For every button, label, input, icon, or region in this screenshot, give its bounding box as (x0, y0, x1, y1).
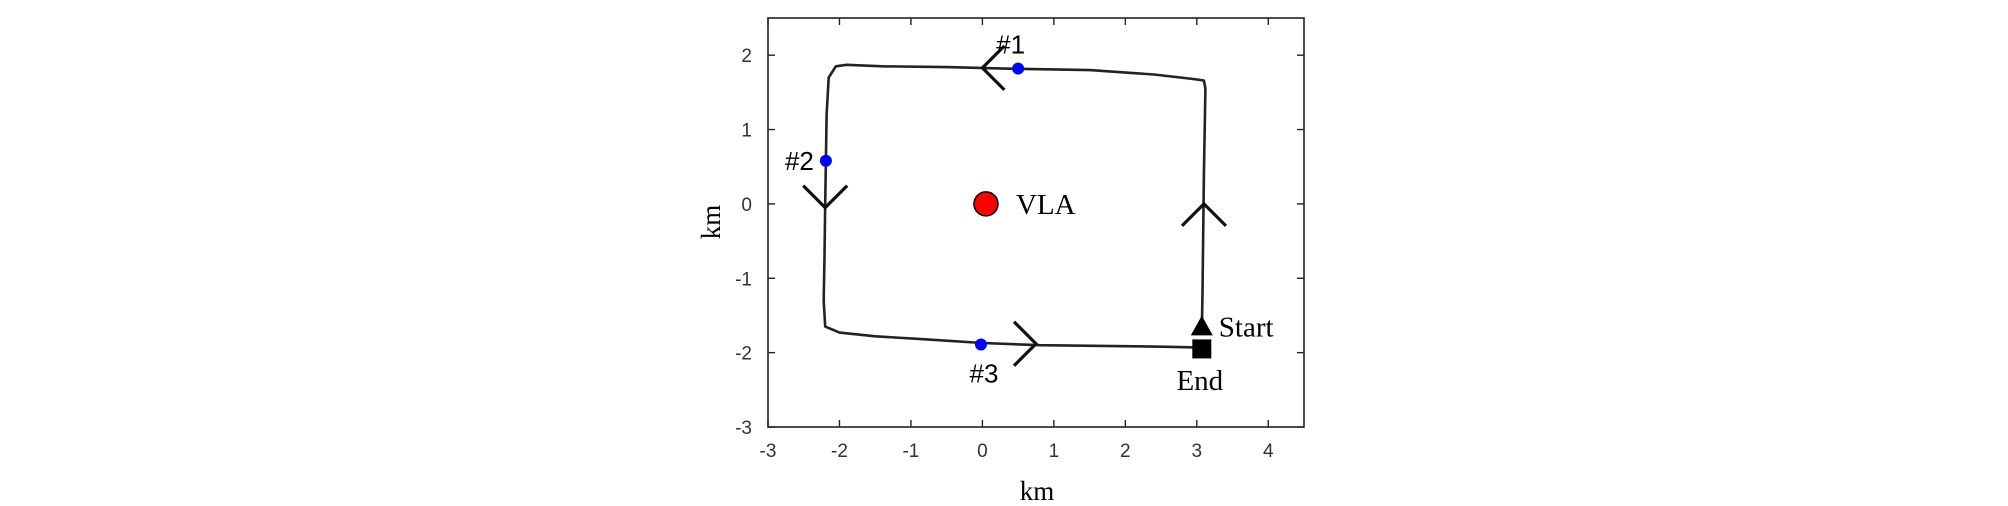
point-label: #2 (785, 146, 814, 176)
landmark-label: VLA (1016, 189, 1076, 221)
point-marker (819, 154, 832, 167)
point-marker (974, 338, 987, 351)
point-label: #1 (996, 30, 1025, 60)
direction-arrows (802, 44, 1228, 367)
tick-labels: -3 -2 -1 0 1 2 3 4 -3 -2 -1 0 1 2 (735, 46, 1274, 462)
direction-arrow-up-icon (1180, 201, 1228, 228)
point-label: #3 (970, 358, 999, 388)
y-axis-label: km (696, 205, 726, 240)
direction-arrow-left-icon (980, 44, 1006, 91)
end-marker (1192, 339, 1212, 359)
landmark-label: Start (1219, 312, 1274, 344)
y-tick-label: 1 (741, 121, 752, 142)
direction-arrow-right-icon (1012, 320, 1039, 367)
x-tick-label: 2 (1120, 441, 1131, 462)
x-tick-label: 3 (1192, 441, 1203, 462)
y-tick-label: 2 (741, 46, 752, 67)
axis-ticks (767, 18, 1304, 428)
x-axis-label: km (1020, 476, 1055, 506)
x-tick-label: 4 (1263, 441, 1274, 462)
x-tick-label: -3 (760, 441, 777, 462)
y-tick-label: -1 (735, 269, 752, 290)
y-tick-label: -3 (735, 418, 752, 439)
markers (819, 62, 1213, 359)
x-tick-label: 0 (977, 441, 988, 462)
x-tick-label: 1 (1049, 441, 1060, 462)
x-tick-label: -2 (831, 441, 848, 462)
x-tick-label: -1 (902, 441, 919, 462)
y-tick-label: -2 (735, 344, 752, 365)
direction-arrow-down-icon (802, 184, 849, 210)
point-marker (1012, 62, 1025, 75)
landmark-label: End (1176, 365, 1223, 397)
vla-marker (973, 191, 999, 217)
start-marker (1190, 315, 1213, 336)
y-tick-label: 0 (741, 195, 752, 216)
plot-area (767, 17, 1305, 428)
trajectory-line (822, 63, 1207, 351)
